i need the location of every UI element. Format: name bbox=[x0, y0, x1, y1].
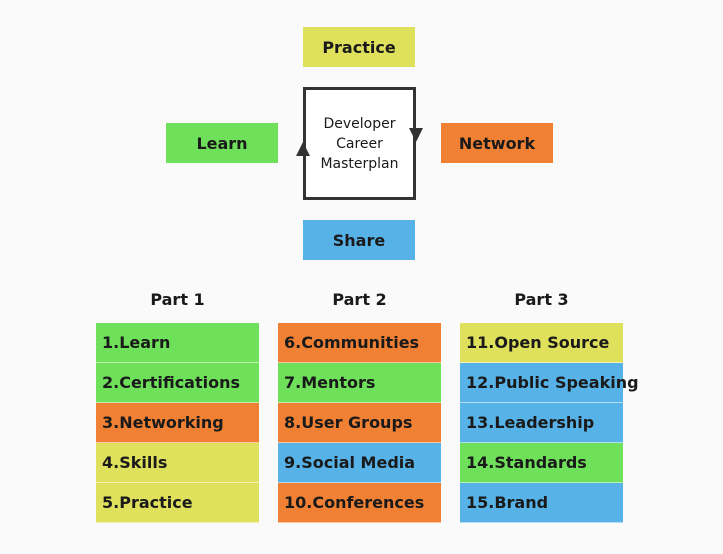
network-box: Network bbox=[441, 123, 553, 163]
list-item: 7.Mentors bbox=[278, 363, 441, 403]
list-item: 6.Communities bbox=[278, 323, 441, 363]
list-item: 14.Standards bbox=[460, 443, 623, 483]
part-3-list: 11.Open Source 12.Public Speaking 13.Lea… bbox=[460, 323, 639, 523]
cycle-arrow-up-icon bbox=[296, 142, 310, 156]
list-item: 5.Practice bbox=[96, 483, 259, 523]
list-item: 11.Open Source bbox=[460, 323, 623, 363]
part-1-title: Part 1 bbox=[150, 290, 205, 309]
cycle-arrow-down-icon bbox=[409, 128, 423, 142]
practice-box: Practice bbox=[303, 27, 415, 67]
list-item: 4.Skills bbox=[96, 443, 259, 483]
career-masterplan-box: Developer Career Masterplan bbox=[303, 87, 416, 200]
share-box: Share bbox=[303, 220, 415, 260]
list-item: 13.Leadership bbox=[460, 403, 623, 443]
part-2-title: Part 2 bbox=[332, 290, 387, 309]
list-item: 10.Conferences bbox=[278, 483, 441, 523]
list-item: 1.Learn bbox=[96, 323, 259, 363]
list-item: 15.Brand bbox=[460, 483, 623, 523]
center-line-2: Career bbox=[336, 135, 383, 152]
learn-box: Learn bbox=[166, 123, 278, 163]
part-2-list: 6.Communities 7.Mentors 8.User Groups 9.… bbox=[278, 323, 441, 523]
list-item: 12.Public Speaking bbox=[460, 363, 639, 403]
list-item: 9.Social Media bbox=[278, 443, 441, 483]
part-1-list: 1.Learn 2.Certifications 3.Networking 4.… bbox=[96, 323, 259, 523]
list-item: 2.Certifications bbox=[96, 363, 259, 403]
part-3-title: Part 3 bbox=[514, 290, 569, 309]
list-item: 8.User Groups bbox=[278, 403, 441, 443]
center-line-3: Masterplan bbox=[320, 155, 399, 172]
center-line-1: Developer bbox=[323, 115, 396, 132]
list-item: 3.Networking bbox=[96, 403, 259, 443]
